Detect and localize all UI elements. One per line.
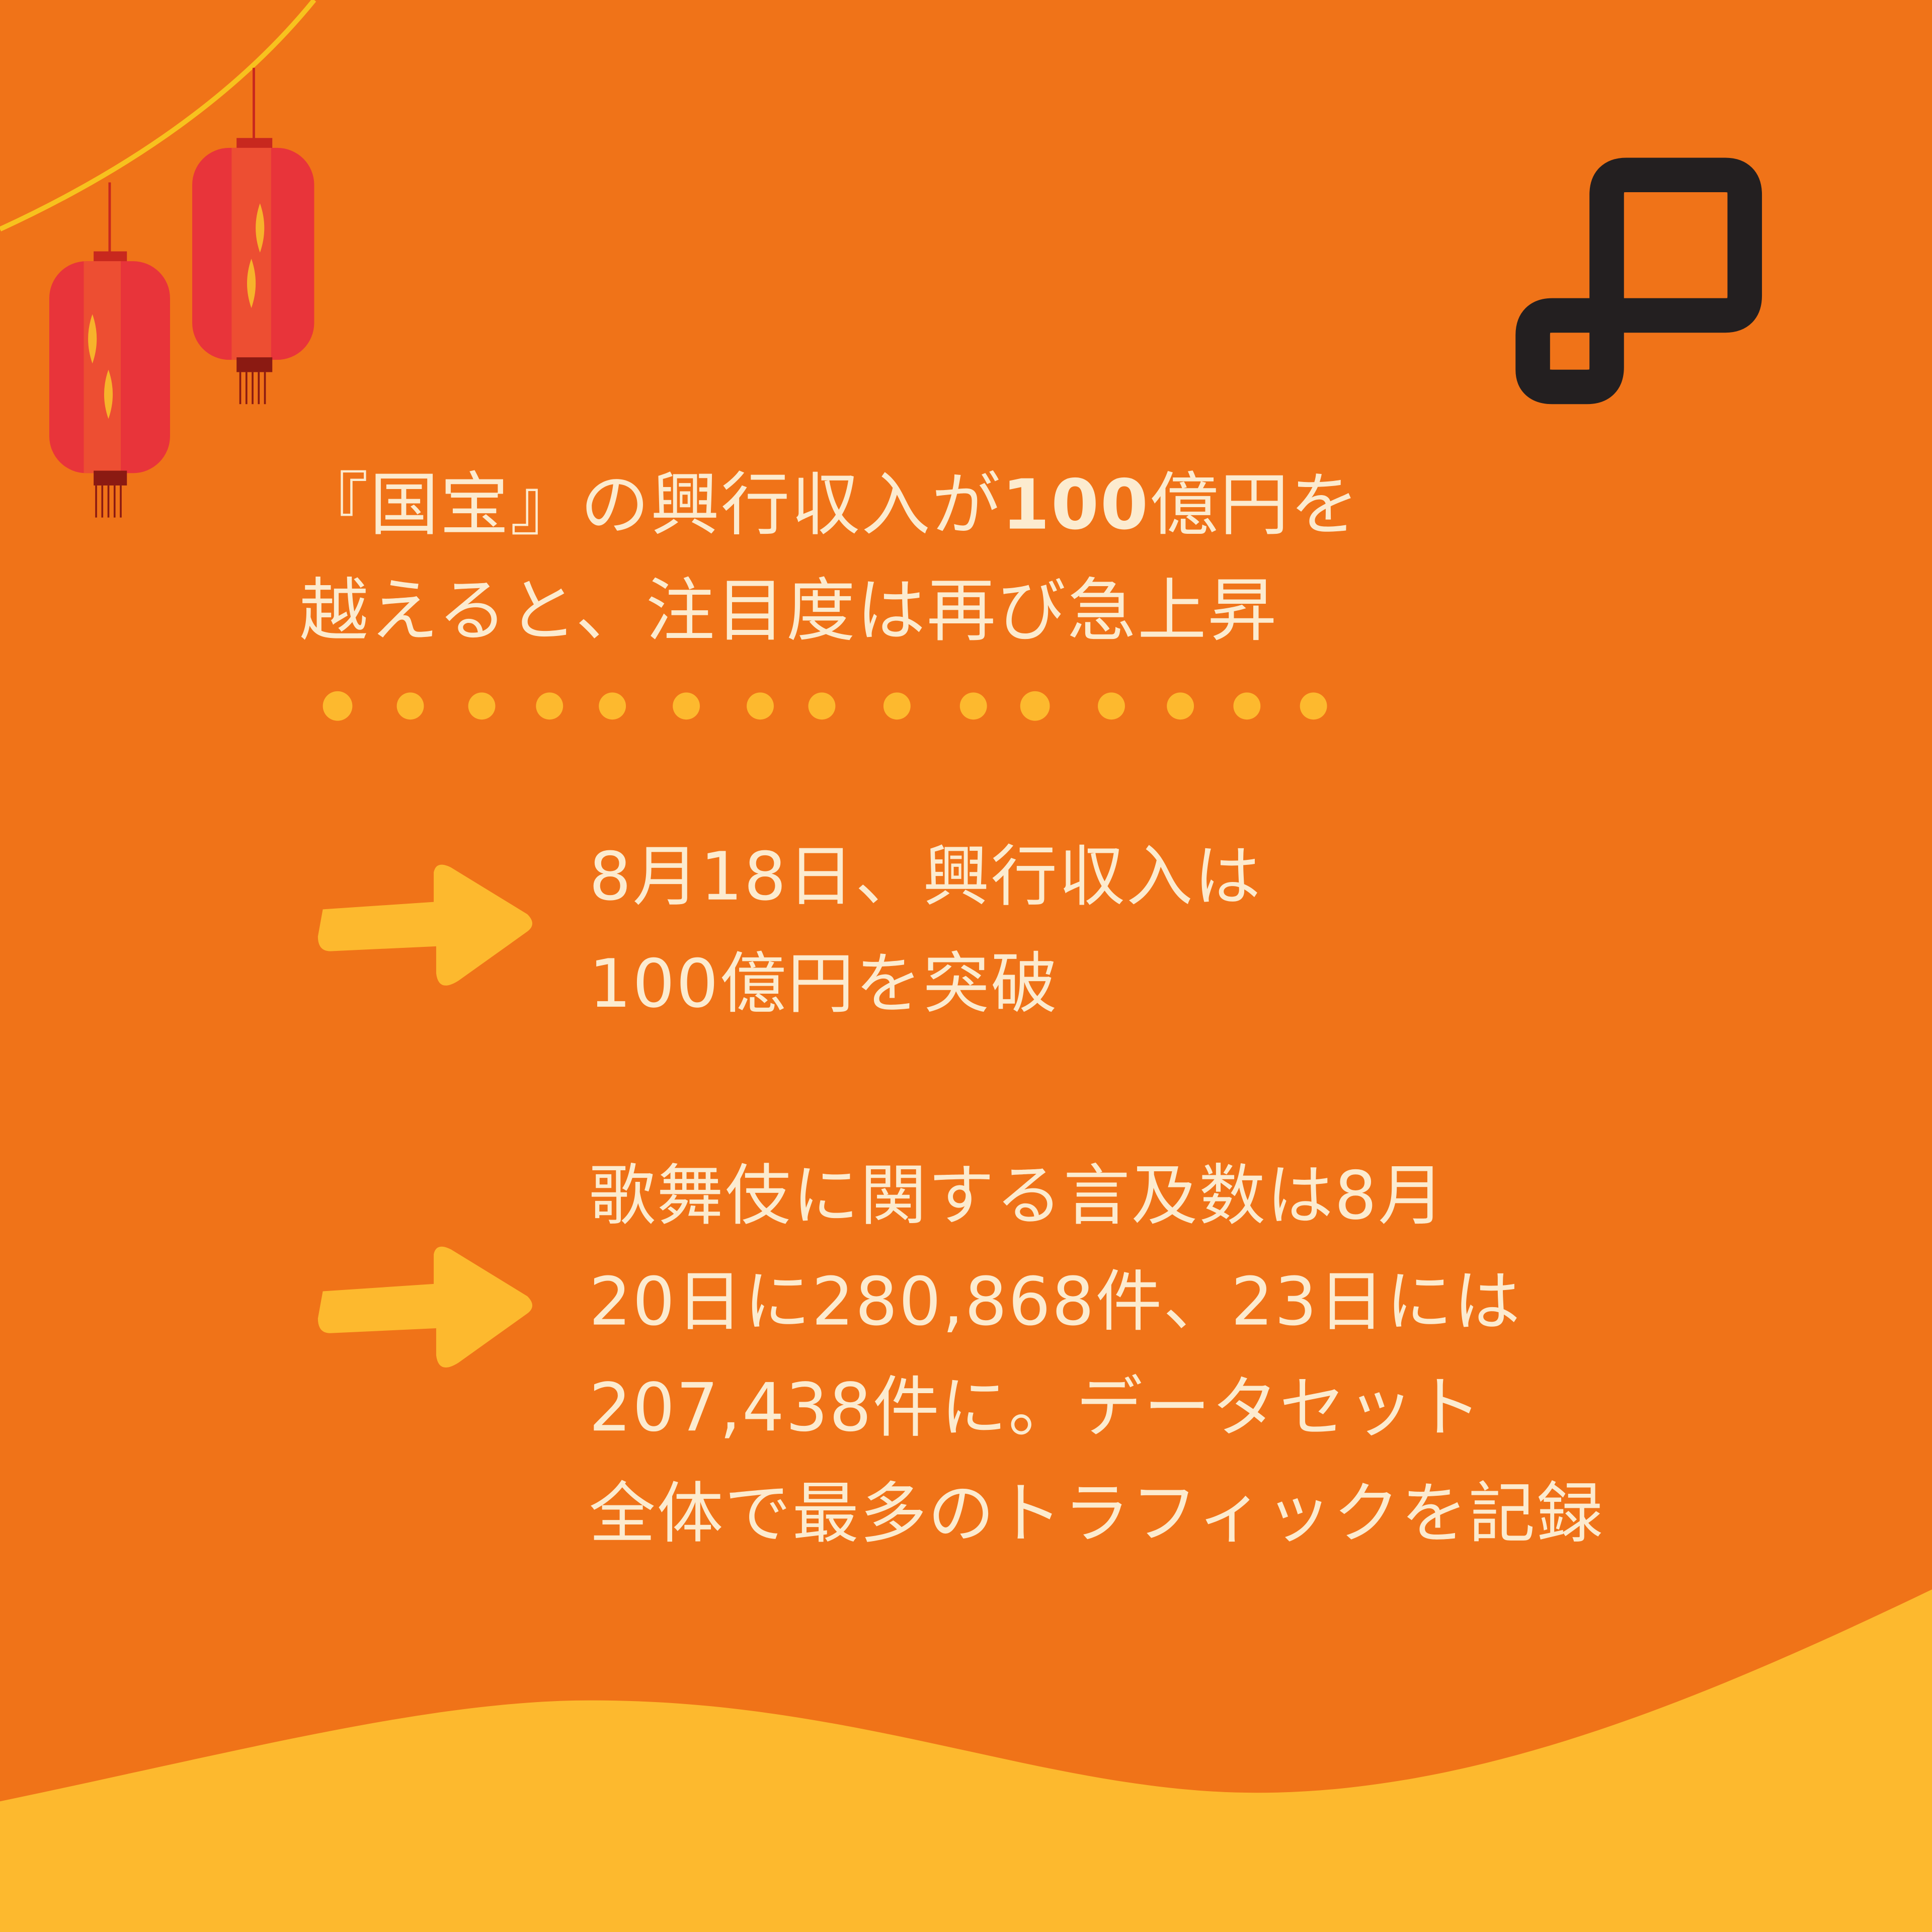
logo-icon	[1515, 157, 1762, 405]
headline: 『国宝』の興行収入が100億円を 越えると、注目度は再び急上昇	[299, 453, 1360, 665]
headline-line-1: 『国宝』の興行収入が100億円を	[299, 453, 1360, 559]
bullet-box-office: 8月18日、興行収入は 100億円を突破	[589, 823, 1262, 1037]
lantern-string	[0, 0, 316, 231]
headline-text: 億円を	[1149, 465, 1360, 546]
lantern-icon	[49, 182, 170, 518]
bullet-kabuki-mentions: 歌舞伎に関する言及数は8月 20日に280,868件、23日には 207,438…	[589, 1144, 1604, 1567]
arrow-right-icon	[317, 1246, 532, 1367]
bullet-line: 8月18日、興行収入は	[589, 838, 1262, 916]
bullet-line: 歌舞伎に関する言及数は8月	[589, 1157, 1446, 1235]
headline-line-2: 越えると、注目度は再び急上昇	[299, 572, 1278, 652]
arrow-right-icon	[317, 864, 532, 986]
dot-divider	[323, 691, 1327, 721]
lantern-icon	[192, 67, 314, 405]
bullet-line: 全体で最多のトラフィックを記録	[589, 1475, 1604, 1553]
headline-text: 『国宝』の興行収入が	[299, 465, 1002, 546]
bullet-line: 207,438件に。データセット	[589, 1369, 1483, 1447]
bullet-line: 100億円を突破	[589, 945, 1059, 1023]
bullet-line: 20日に280,868件、23日には	[589, 1263, 1521, 1341]
headline-number: 100	[1002, 465, 1150, 546]
bottom-wave	[0, 1589, 1932, 1932]
